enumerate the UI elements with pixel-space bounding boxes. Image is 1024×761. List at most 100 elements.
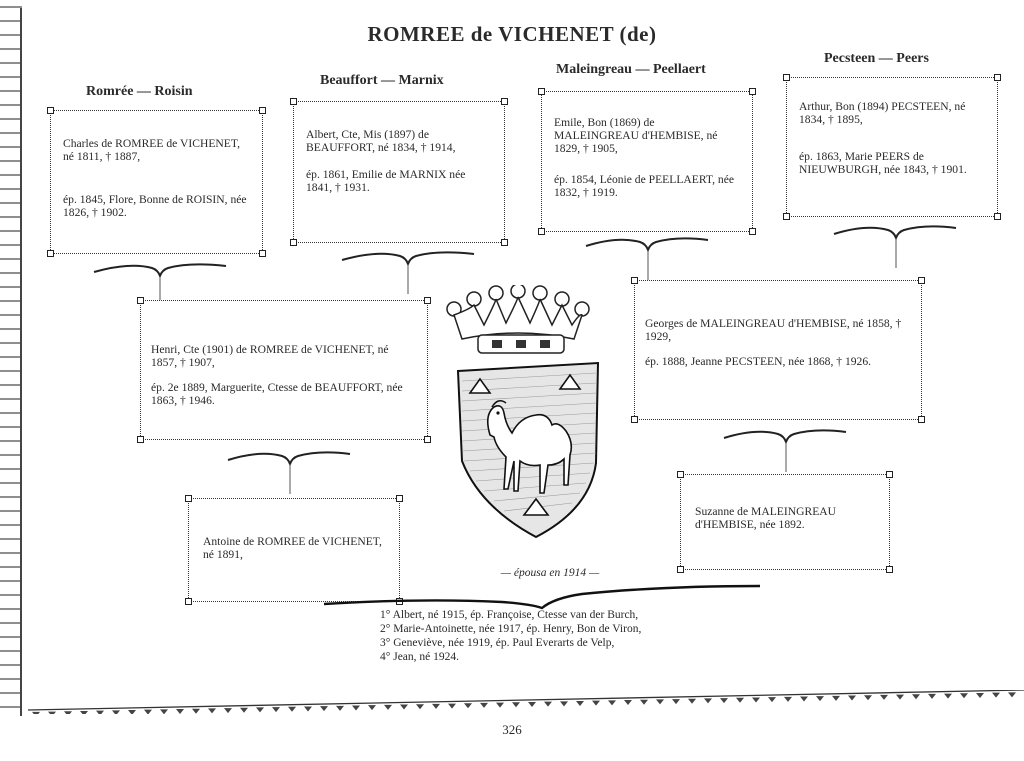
border-ornament <box>208 708 216 714</box>
box-corner <box>424 297 431 304</box>
border-ornament <box>512 702 520 708</box>
border-ornament <box>272 707 280 713</box>
box-corner <box>137 297 144 304</box>
border-ornament <box>944 693 952 699</box>
married-note: — épousa en 1914 — <box>500 567 600 579</box>
wife-entry: ép. 2e 1889, Marguerite, Ctesse de BEAUF… <box>151 381 403 407</box>
box-corner <box>886 566 893 573</box>
border-ornament <box>544 701 552 707</box>
border-ornament <box>592 700 600 706</box>
border-ornament <box>800 696 808 702</box>
box-corner <box>538 88 545 95</box>
border-ornament <box>160 709 168 714</box>
brace-henri <box>227 451 351 494</box>
coat-of-arms <box>446 285 600 539</box>
border-ornament <box>928 693 936 699</box>
box-corner <box>994 74 1001 81</box>
box-corner <box>424 436 431 443</box>
box-corner <box>396 495 403 502</box>
couple-header-pecsteen-peers: Pecsteen — Peers <box>824 51 929 66</box>
brace-beauffort <box>341 251 475 294</box>
page-number: 326 <box>502 722 522 737</box>
box-corner <box>783 74 790 81</box>
border-ornament <box>320 706 328 712</box>
family-box-georges: Georges de MALEINGREAU d'HEMBISE, né 185… <box>631 277 925 423</box>
couple-header-beauffort-marnix: Beauffort — Marnix <box>320 73 444 88</box>
border-ornament <box>400 704 408 710</box>
wife-entry: ép. 1888, Jeanne PECSTEEN, née 1868, † 1… <box>645 355 872 368</box>
box-corner <box>886 471 893 478</box>
page-title: ROMREE de VICHENET (de) <box>367 22 657 46</box>
husband-entry: Georges de MALEINGREAU d'HEMBISE, né 185… <box>645 317 902 343</box>
border-ornament <box>96 710 104 714</box>
wife-entry: ép. 1861, Emilie de MARNIX née 1841, † 1… <box>306 168 466 194</box>
box-corner <box>259 107 266 114</box>
border-ornament <box>720 698 728 704</box>
box-corner <box>994 213 1001 220</box>
border-ornament <box>672 699 680 705</box>
box-corner <box>749 228 756 235</box>
brace-maleingreau <box>585 237 709 280</box>
wife-entry: ép. 1845, Flore, Bonne de ROISIN, née 18… <box>63 193 247 219</box>
border-ornament <box>560 701 568 707</box>
husband-entry: Charles de ROMREE de VICHENET, né 1811, … <box>63 137 240 163</box>
border-ornament <box>976 692 984 698</box>
box-corner <box>290 98 297 105</box>
border-ornament <box>480 702 488 708</box>
box-corner <box>783 213 790 220</box>
border-ornament <box>848 695 856 701</box>
husband-entry: Emile, Bon (1869) de MALEINGREAU d'HEMBI… <box>554 116 718 155</box>
border-ornament <box>608 700 616 706</box>
border-ornament <box>704 698 712 704</box>
border-ornament <box>960 693 968 699</box>
child-entry: 3° Geneviève, née 1919, ép. Paul Everart… <box>380 637 615 649</box>
box-corner <box>185 598 192 605</box>
border-ornament <box>752 697 760 703</box>
couple-header-romree-roisin: Romrée — Roisin <box>86 84 193 99</box>
husband-entry: Arthur, Bon (1894) PECSTEEN, né 1834, † … <box>799 100 966 126</box>
family-box-henri: Henri, Cte (1901) de ROMREE de VICHENET,… <box>137 297 431 443</box>
border-ornament <box>640 699 648 705</box>
box-corner <box>631 277 638 284</box>
brace-georges <box>723 429 847 472</box>
border-ornament <box>416 704 424 710</box>
children-list: 1° Albert, né 1915, ép. Françoise, Ctess… <box>380 608 780 664</box>
border-ornament <box>128 709 136 714</box>
antoine-entry: Antoine de ROMREE de VICHENET, né 1891, <box>203 535 382 561</box>
box-corner <box>501 239 508 246</box>
border-ornament <box>624 700 632 706</box>
border-ornament <box>48 711 56 714</box>
box-corner <box>501 98 508 105</box>
border-ornament <box>496 702 504 708</box>
box-corner <box>47 250 54 257</box>
border-ornament <box>80 710 88 714</box>
camel-icon <box>486 400 573 494</box>
family-box-suzanne: Suzanne de MALEINGREAU d'HEMBISE, née 18… <box>677 471 893 573</box>
wife-entry: ép. 1863, Marie PEERS de NIEUWBURGH, née… <box>799 150 967 176</box>
border-ornament <box>736 697 744 703</box>
marriage-brace <box>323 584 761 610</box>
border-ornament <box>336 705 344 711</box>
border-ornament <box>688 698 696 704</box>
border-ornament <box>112 710 120 714</box>
family-box-pecsteen: Arthur, Bon (1894) PECSTEEN, né 1834, † … <box>783 74 1001 220</box>
border-ornament <box>240 707 248 713</box>
box-corner <box>749 88 756 95</box>
left-border-rule <box>20 8 22 716</box>
box-corner <box>631 416 638 423</box>
border-ornament <box>368 705 376 711</box>
family-box-romree: Charles de ROMREE de VICHENET, né 1811, … <box>47 107 266 257</box>
crown-icon <box>446 285 590 354</box>
border-ornament <box>880 694 888 700</box>
border-ornament <box>1008 692 1016 698</box>
child-entry: 1° Albert, né 1915, ép. Françoise, Ctess… <box>380 609 639 621</box>
border-ornament <box>768 697 776 703</box>
box-corner <box>918 416 925 423</box>
box-corner <box>259 250 266 257</box>
box-corner <box>137 436 144 443</box>
border-ornament <box>832 695 840 701</box>
border-ornament <box>64 711 72 714</box>
box-corner <box>185 495 192 502</box>
border-ornament <box>224 708 232 714</box>
